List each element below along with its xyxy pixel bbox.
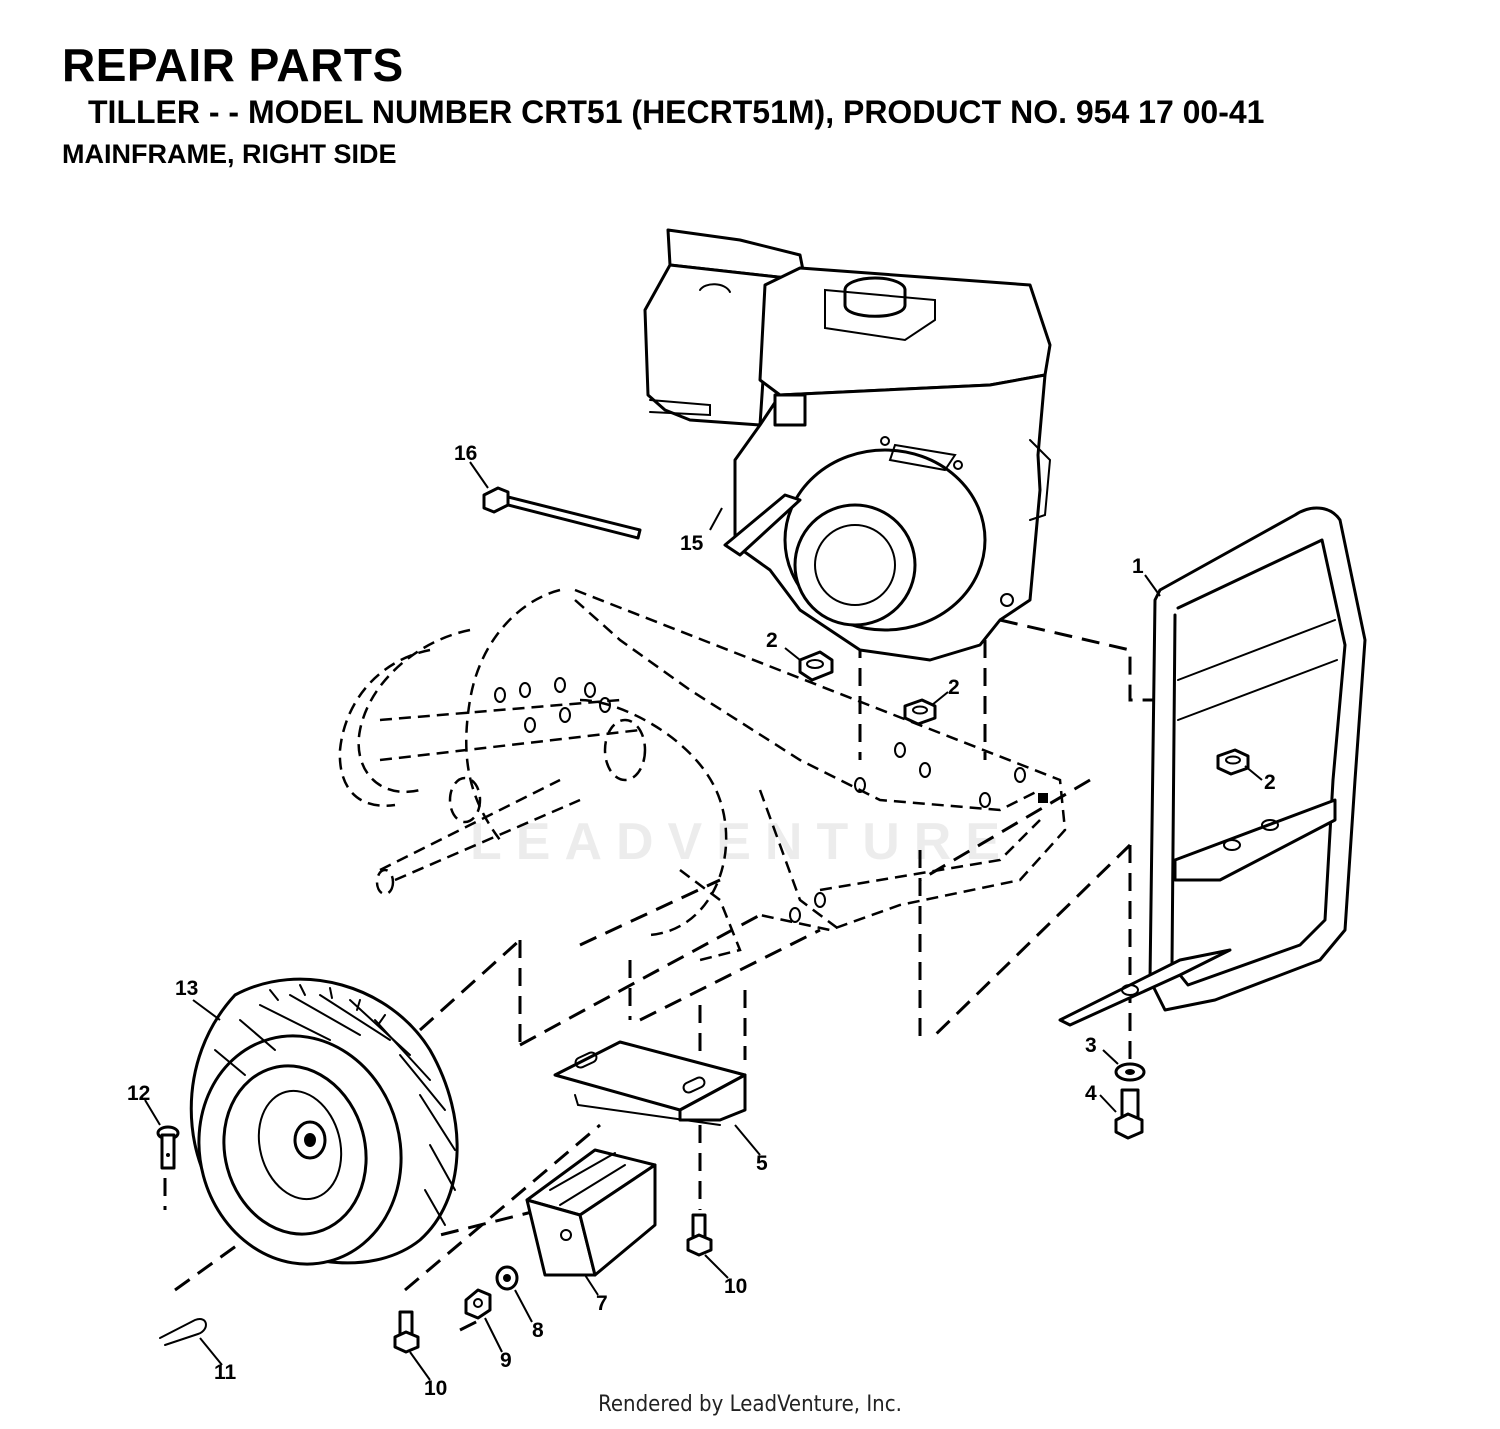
diagram-header: REPAIR PARTS TILLER - - MODEL NUMBER CRT… (0, 0, 1500, 190)
callout-15: 15 (680, 532, 704, 555)
callout-11: 11 (214, 1361, 237, 1384)
bumper-guard (1058, 506, 1367, 1027)
callout-8: 8 (532, 1319, 544, 1342)
nut-part-9 (464, 1288, 492, 1320)
flange-nut-center (903, 698, 937, 726)
page-title: REPAIR PARTS (62, 39, 404, 91)
flange-nut-right (1216, 748, 1250, 776)
mounting-bracket (553, 1040, 747, 1126)
section-title: MAINFRAME, RIGHT SIDE (62, 139, 397, 169)
hair-pin-clip (159, 1318, 207, 1346)
callout-2-bumper: 2 (1264, 771, 1276, 794)
phantom-tine-assembly (338, 588, 1067, 962)
callout-1: 1 (1132, 555, 1144, 578)
callout-3: 3 (1085, 1034, 1097, 1057)
callout-16: 16 (454, 442, 477, 465)
callout-labels: 1 2 2 2 3 4 5 7 8 9 10 10 11 12 13 15 16 (127, 442, 1276, 1400)
clevis-pin (156, 1125, 180, 1170)
cable-tie (482, 486, 642, 540)
model-subtitle: TILLER - - MODEL NUMBER CRT51 (HECRT51M)… (88, 94, 1265, 130)
callout-10-bracket: 10 (724, 1275, 747, 1298)
callout-7: 7 (596, 1292, 608, 1315)
washer-part-3 (1114, 1062, 1146, 1082)
callout-9: 9 (500, 1349, 512, 1372)
callout-13: 13 (175, 977, 198, 1000)
washer-part-8 (495, 1265, 519, 1291)
footer-credit: Rendered by LeadVenture, Inc. (598, 1392, 902, 1417)
engine (643, 228, 1052, 662)
weight-block (525, 1148, 657, 1277)
bolt-part-10-right (686, 1213, 713, 1257)
callout-2-engine-mount: 2 (766, 629, 778, 652)
callout-leaders (144, 461, 1263, 1381)
callout-5: 5 (756, 1152, 768, 1175)
bolt-part-4 (1114, 1088, 1144, 1140)
bolt-part-10-left (393, 1310, 420, 1354)
callout-4: 4 (1085, 1082, 1097, 1105)
flange-nut-top-left (798, 650, 834, 682)
tire-wheel (189, 977, 459, 1266)
callout-12: 12 (127, 1082, 150, 1105)
watermark: LEADVENTURE (470, 813, 1015, 871)
callout-2-frame: 2 (948, 676, 960, 699)
callout-10-weight: 10 (424, 1377, 447, 1400)
